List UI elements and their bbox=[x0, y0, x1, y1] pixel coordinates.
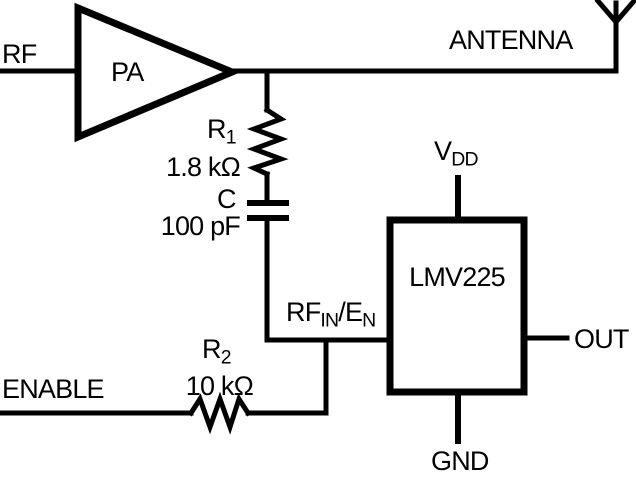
rf-input-label: RF bbox=[2, 39, 37, 69]
resistor-r2-icon bbox=[187, 391, 252, 435]
r2-value-label: 10 kΩ bbox=[185, 371, 254, 401]
en-subscript: N bbox=[362, 309, 376, 332]
r2-ref-subscript: 2 bbox=[220, 346, 232, 369]
vdd-text: V bbox=[434, 136, 452, 166]
rfin-subscript: IN bbox=[320, 309, 339, 332]
c1-ref-label: C bbox=[217, 184, 236, 214]
antenna-icon bbox=[594, 0, 636, 26]
rfin-en-slash: / bbox=[338, 297, 345, 327]
r2-ref-label: R2 bbox=[202, 334, 232, 369]
antenna-label: ANTENNA bbox=[449, 25, 573, 55]
amplifier-triangle-icon bbox=[74, 2, 242, 143]
vdd-subscript: DD bbox=[451, 148, 478, 171]
out-pin-label: OUT bbox=[574, 324, 629, 354]
r1-ref-label: R1 bbox=[207, 114, 237, 149]
r1-value-label: 1.8 kΩ bbox=[166, 152, 241, 182]
rfin-en-pin-label: RFIN/EN bbox=[286, 297, 376, 332]
rfin-text: RF bbox=[286, 297, 321, 327]
c1-value-label: 100 pF bbox=[160, 211, 241, 241]
resistor-r1-icon bbox=[246, 106, 289, 178]
en-text: E bbox=[344, 297, 363, 327]
enable-input-label: ENABLE bbox=[2, 374, 105, 404]
lmv225-chip-box bbox=[386, 216, 528, 396]
lmv225-chip-label: LMV225 bbox=[409, 262, 506, 292]
r1-ref-subscript: 1 bbox=[225, 126, 237, 149]
vdd-label: VDD bbox=[434, 136, 479, 171]
pa-amplifier-label: PA bbox=[111, 57, 144, 87]
r2-ref-text: R bbox=[202, 334, 221, 364]
gnd-pin-label: GND bbox=[431, 446, 489, 476]
r1-ref-text: R bbox=[207, 114, 226, 144]
